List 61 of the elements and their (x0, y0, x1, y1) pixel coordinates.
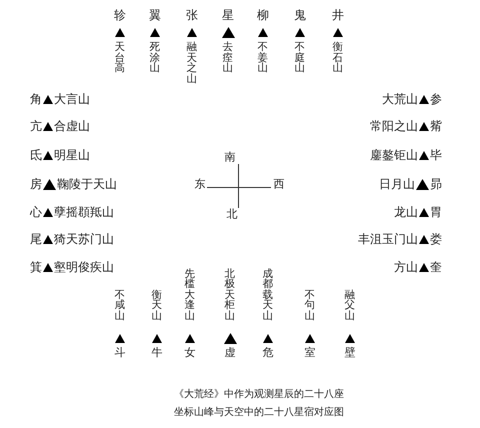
mountain-label: 日月山 (379, 178, 415, 190)
mansion-label: 危 (262, 347, 274, 358)
mansion-label: 参 (430, 93, 442, 105)
mansion-label: 牛 (152, 347, 162, 358)
mansion-label: 女 (184, 347, 196, 358)
mansion-label: 壁 (344, 347, 356, 358)
mansion-label: 奎 (430, 261, 442, 273)
compass-label: 南 (224, 152, 236, 162)
mountain-label: 不庭山 (294, 42, 306, 74)
mansion-label: 亢 (30, 120, 42, 132)
mansion-label: 星 (222, 9, 234, 21)
mountain-label: 鞠陵于天山 (57, 178, 117, 190)
mountain-label: 不姜山 (258, 42, 268, 74)
mountain-label: 孽摇頵羝山 (54, 206, 114, 218)
mansion-label: 斗 (114, 347, 126, 358)
mansion-label: 房 (30, 178, 42, 190)
mountain-label: 不咸山 (114, 290, 126, 321)
mansion-label: 井 (332, 9, 344, 21)
mansion-label: 心 (30, 206, 42, 218)
compass-label: 西 (274, 178, 284, 190)
mountain-label: 丰沮玉门山 (358, 233, 418, 245)
mountain-label: 北极天柜山 (224, 268, 236, 321)
mansion-label: 胃 (430, 206, 442, 218)
mountain-label: 壑明俊疾山 (54, 261, 114, 273)
mansion-label: 觜 (430, 120, 442, 132)
mansion-label: 尾 (30, 233, 42, 245)
mountain-label: 鏖鏊钜山 (370, 149, 418, 161)
mansion-label: 角 (30, 93, 42, 105)
mountain-label: 成都载天山 (262, 268, 274, 321)
mansion-label: 鬼 (294, 9, 306, 21)
compass-label: 北 (226, 208, 238, 220)
mansion-label: 轸 (114, 9, 126, 21)
mountain-label: 猗天苏门山 (54, 233, 114, 245)
mountain-label: 龙山 (394, 206, 418, 218)
mansion-label: 室 (304, 347, 316, 358)
mountain-label: 去痓山 (222, 42, 234, 74)
mountain-label: 衡天山 (152, 290, 162, 321)
mountain-label: 不句山 (304, 290, 316, 321)
compass-label: 东 (194, 178, 206, 190)
mountain-label: 融父山 (344, 290, 356, 321)
mansion-label: 箕 (30, 261, 42, 273)
mansion-label: 昴 (430, 178, 442, 190)
mansion-label: 毕 (430, 149, 442, 161)
mountain-label: 常阳之山 (370, 120, 418, 132)
mountain-label: 死涂山 (150, 42, 160, 74)
mountain-label: 明星山 (54, 149, 90, 161)
mountain-label: 大荒山 (382, 93, 418, 105)
mansion-label: 翼 (149, 9, 161, 21)
mansion-label: 张 (186, 9, 198, 21)
mountain-label: 衡石山 (332, 42, 344, 74)
mountain-label: 融天之山 (186, 42, 198, 84)
mansion-label: 氐 (30, 149, 42, 161)
mansion-label: 柳 (257, 9, 269, 21)
mountain-label: 合虚山 (54, 120, 90, 132)
mansion-label: 娄 (430, 233, 442, 245)
caption: 《大荒经》中作为观测星辰的二十八座坐标山峰与天空中的二十八星宿对应图 (173, 388, 345, 420)
mountain-label: 先槛大逢山 (184, 268, 196, 321)
mountain-label: 天台高 (114, 42, 126, 74)
mountain-label: 大言山 (54, 93, 90, 105)
mountain-label: 方山 (394, 261, 418, 273)
mansion-label: 虚 (224, 347, 236, 358)
